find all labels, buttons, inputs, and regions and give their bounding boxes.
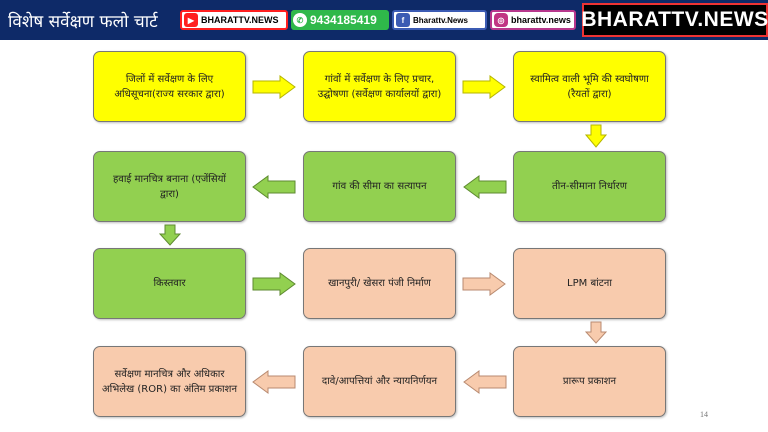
arrow-left-icon — [463, 175, 507, 199]
arrow-right-icon — [462, 272, 506, 296]
step-trijunction-determination: तीन-सीमाना निर्धारण — [513, 151, 666, 222]
step-final-publication: सर्वेक्षण मानचित्र और अधिकार अभिलेख (ROR… — [93, 346, 246, 417]
step-boundary-verification: गांव की सीमा का सत्यापन — [303, 151, 456, 222]
youtube-link[interactable]: ▶ BHARATTV.NEWS — [180, 10, 288, 30]
facebook-link[interactable]: f Bharattv.News — [392, 10, 487, 30]
step-khanapuri-register: खानपुरी/ खेसरा पंजी निर्माण — [303, 248, 456, 319]
whatsapp-icon: ✆ — [293, 13, 307, 27]
step-state-notification: जिलों में सर्वेक्षण के लिए अधिसूचना(राज्… — [93, 51, 246, 122]
social-links: ▶ BHARATTV.NEWS ✆ 9434185419 f Bharattv.… — [180, 9, 579, 31]
step-lpm-distribution: LPM बांटना — [513, 248, 666, 319]
page-number: 14 — [700, 410, 708, 419]
arrow-down-icon — [585, 321, 607, 344]
arrow-down-icon — [585, 124, 607, 148]
instagram-link[interactable]: ◎ bharattv.news — [490, 10, 576, 30]
youtube-label: BHARATTV.NEWS — [201, 15, 279, 25]
facebook-label: Bharattv.News — [413, 15, 468, 25]
arrow-left-icon — [252, 175, 296, 199]
page-title: विशेष सर्वेक्षण फलो चार्ट — [8, 11, 158, 32]
brand-logo: BHARATTV.NEWS — [581, 3, 768, 37]
step-aerial-mapping: हवाई मानचित्र बनाना (एजेंसियों द्वारा) — [93, 151, 246, 222]
step-claims-objections: दावे/आपत्तियां और न्यायनिर्णयन — [303, 346, 456, 417]
step-draft-publication: प्रारूप प्रकाशन — [513, 346, 666, 417]
instagram-label: bharattv.news — [511, 15, 571, 25]
arrow-right-icon — [462, 75, 506, 99]
youtube-icon: ▶ — [184, 13, 198, 27]
step-self-declaration: स्वामित्व वाली भूमि की स्वघोषणा (रैयतों … — [513, 51, 666, 122]
arrow-left-icon — [252, 370, 296, 394]
arrow-right-icon — [252, 75, 296, 99]
instagram-icon: ◎ — [494, 13, 508, 27]
step-kistwar: किस्तवार — [93, 248, 246, 319]
arrow-left-icon — [463, 370, 507, 394]
whatsapp-link[interactable]: ✆ 9434185419 — [291, 10, 389, 30]
facebook-icon: f — [396, 13, 410, 27]
arrow-down-icon — [159, 224, 181, 246]
whatsapp-label: 9434185419 — [310, 13, 377, 27]
arrow-right-icon — [252, 272, 296, 296]
step-village-publicity: गांवों में सर्वेक्षण के लिए प्रचार, उद्घ… — [303, 51, 456, 122]
